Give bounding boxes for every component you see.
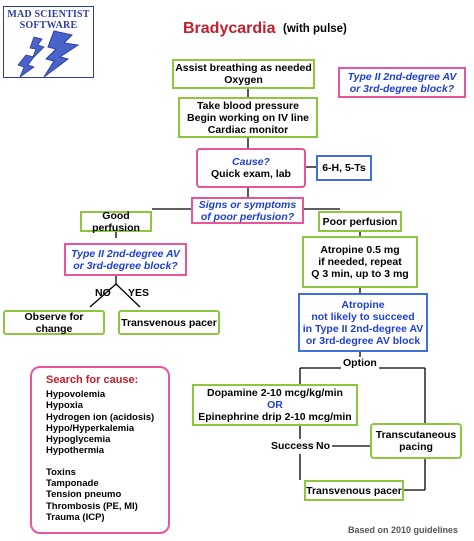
- cause-item: Hypovolemia: [46, 389, 106, 400]
- atropine-line-1: Atropine 0.5 mg: [320, 244, 400, 256]
- logo: MAD SCIENTIST SOFTWARE: [3, 6, 94, 79]
- hts-box: 6-H, 5-Ts: [316, 155, 372, 181]
- footer-note: Based on 2010 guidelines: [348, 525, 459, 535]
- cause-item: Hypothermia: [46, 445, 105, 457]
- pacer-left-label: Transvenous pacer: [121, 316, 217, 329]
- blood-pressure-box: Take blood pressure Begin working on IV …: [178, 97, 318, 138]
- signs-line-1: Signs or symptoms: [198, 198, 297, 211]
- typeii-right-line-2: or 3rd-degree block?: [349, 82, 455, 95]
- bp-line-2: Begin working on IV line: [187, 111, 309, 124]
- pacer-left-box: Transvenous pacer: [118, 310, 220, 335]
- pacer-bottom-box: Transvenous pacer: [304, 480, 404, 501]
- cause-item: Hypoxia: [46, 400, 83, 412]
- typeii-right-line-1: Type II 2nd-degree AV: [347, 70, 457, 83]
- epinephrine-label: Epinephrine drip 2-10 mcg/min: [198, 411, 352, 423]
- cause-item: Hypo/Hyperkalemia: [46, 422, 135, 434]
- good-perfusion-label: Good perfusion: [92, 209, 140, 234]
- or-label: OR: [267, 399, 283, 411]
- option-label: Option: [341, 357, 379, 369]
- dopamine-box: Dopamine 2-10 mcg/kg/min OR Epinephrine …: [192, 384, 358, 426]
- page-title: Bradycardia: [183, 20, 276, 37]
- transcutaneous-line-2: pacing: [399, 441, 433, 453]
- cause-item: Trauma (ICP): [46, 511, 105, 523]
- typeii-right-box: Type II 2nd-degree AV or 3rd-degree bloc…: [338, 67, 466, 98]
- cause-box: Cause? Quick exam, lab: [196, 148, 306, 188]
- cause-exam: Quick exam, lab: [211, 168, 291, 180]
- good-perfusion-box: Good perfusion: [80, 209, 152, 234]
- cause-question: Cause?: [232, 156, 270, 168]
- dopamine-label: Dopamine 2-10 mcg/kg/min: [207, 387, 343, 399]
- logo-line-2: SOFTWARE: [19, 20, 78, 31]
- atropine-note-line-1: Atropine: [341, 298, 385, 311]
- atropine-line-2: if needed, repeat: [318, 256, 402, 268]
- cause-item: Toxins: [46, 466, 76, 478]
- poor-perfusion-box: Poor perfusion: [318, 211, 402, 232]
- assist-breathing-box: Assist breathing as needed Oxygen: [172, 59, 315, 89]
- search-heading: Search for cause:: [46, 374, 139, 386]
- atropine-box: Atropine 0.5 mg if needed, repeat Q 3 mi…: [302, 236, 418, 288]
- atropine-note-line-2: not likely to succeed: [311, 310, 415, 323]
- bp-line-1: Take blood pressure: [197, 99, 299, 112]
- typeii-left-line-1: Type II 2nd-degree AV: [71, 247, 180, 260]
- atropine-line-3: Q 3 min, up to 3 mg: [311, 268, 409, 280]
- search-for-cause-box: Search for cause: Hypovolemia Hypoxia Hy…: [30, 366, 170, 534]
- cause-item: Hydrogen ion (acidosis): [46, 411, 155, 423]
- cause-item: Tamponade: [46, 478, 99, 490]
- yes-label: YES: [128, 287, 150, 299]
- logo-line-1: MAD SCIENTIST: [7, 9, 90, 20]
- signs-line-2: of poor perfusion?: [200, 210, 295, 223]
- hts-label: 6-H, 5-Ts: [322, 162, 366, 174]
- page-subtitle: (with pulse): [283, 23, 347, 35]
- assist-line-2: Oxygen: [224, 74, 263, 86]
- successful-label: Successful: [270, 440, 328, 452]
- poor-perfusion-label: Poor perfusion: [322, 215, 398, 228]
- bp-line-3: Cardiac monitor: [207, 123, 289, 136]
- observe-label: Observe for change: [24, 310, 84, 335]
- cause-item: Tension pneumo: [46, 489, 122, 501]
- pacer-bottom-label: Transvenous pacer: [306, 484, 402, 497]
- assist-line-1: Assist breathing as needed: [175, 62, 312, 74]
- no-label: NO: [95, 287, 111, 299]
- transcutaneous-line-1: Transcutaneous: [375, 429, 457, 441]
- cause-item: Hypoglycemia: [46, 434, 111, 446]
- observe-box: Observe for change: [3, 310, 105, 335]
- lightning-logo-icon: [17, 30, 80, 79]
- typeii-left-line-2: or 3rd-degree block?: [73, 259, 178, 272]
- cause-item: Thrombosis (PE, MI): [46, 500, 138, 512]
- atropine-note-line-4: or 3rd-degree AV block: [305, 334, 421, 347]
- atropine-note-line-3: in Type II 2nd-degree AV: [302, 322, 424, 335]
- typeii-left-box: Type II 2nd-degree AV or 3rd-degree bloc…: [64, 243, 187, 276]
- transcutaneous-box: Transcutaneous pacing: [370, 423, 462, 459]
- no-success-label: No: [314, 440, 332, 452]
- atropine-note-box: Atropine not likely to succeed in Type I…: [298, 293, 428, 352]
- signs-box: Signs or symptoms of poor perfusion?: [191, 197, 304, 224]
